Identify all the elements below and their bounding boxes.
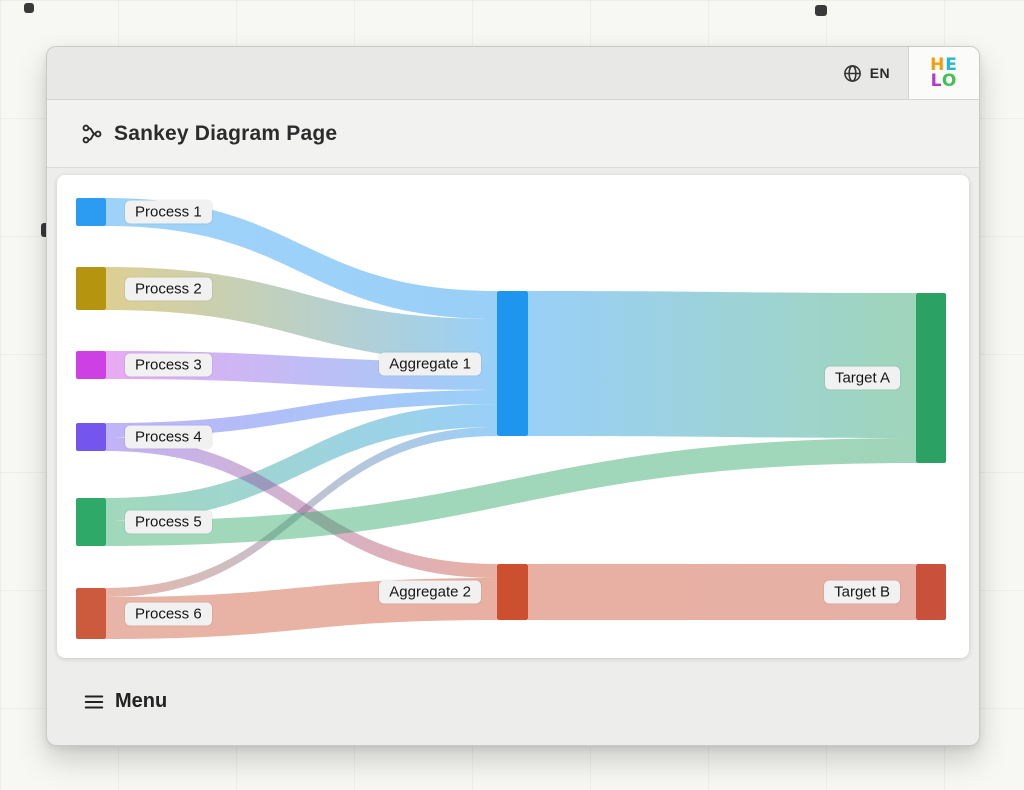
- logo-row: LO: [930, 71, 958, 91]
- sankey-node-p4: [76, 423, 106, 451]
- sankey-node-agg2: [497, 564, 528, 620]
- sankey-link-p4-agg1: [106, 390, 497, 437]
- canvas-dot: [815, 5, 827, 16]
- logo-letter: E: [945, 55, 958, 75]
- sankey-node-agg1: [497, 291, 528, 436]
- logo-letter: O: [941, 71, 958, 91]
- globe-icon: [843, 64, 861, 82]
- menu-button[interactable]: Menu: [83, 690, 167, 713]
- logo-letter: H: [930, 55, 946, 75]
- canvas-dot: [24, 3, 34, 13]
- page-header: Sankey Diagram Page: [47, 100, 979, 168]
- sankey-diagram: [76, 198, 946, 639]
- sankey-node-tgtB: [916, 564, 946, 620]
- sankey-link-p5-tgtA: [106, 438, 916, 546]
- sankey-node-p3: [76, 351, 106, 379]
- sankey-node-p6: [76, 588, 106, 639]
- logo-letter: L: [930, 71, 942, 91]
- sankey-link-p5-agg1: [106, 404, 497, 521]
- sankey-node-p5: [76, 498, 106, 546]
- hamburger-icon: [84, 695, 104, 708]
- logo-row: HE: [930, 55, 958, 75]
- sankey-link-p1-agg1: [106, 198, 497, 319]
- language-code: EN: [869, 65, 890, 81]
- page-title: Sankey Diagram Page: [114, 121, 338, 145]
- sankey-node-p1: [76, 198, 106, 226]
- sankey-page-icon: [82, 124, 102, 143]
- sankey-link-agg2-tgtB: [528, 564, 916, 620]
- sankey-node-tgtA: [916, 293, 946, 463]
- sankey-node-p2: [76, 267, 106, 310]
- bottom-bar: Menu: [47, 658, 979, 745]
- canvas-dot: [41, 223, 50, 237]
- menu-label: Menu: [115, 690, 168, 712]
- sankey-link-p4-agg2: [106, 437, 497, 578]
- sankey-link-agg1-tgtA: [528, 291, 916, 438]
- language-switcher[interactable]: EN: [825, 47, 908, 99]
